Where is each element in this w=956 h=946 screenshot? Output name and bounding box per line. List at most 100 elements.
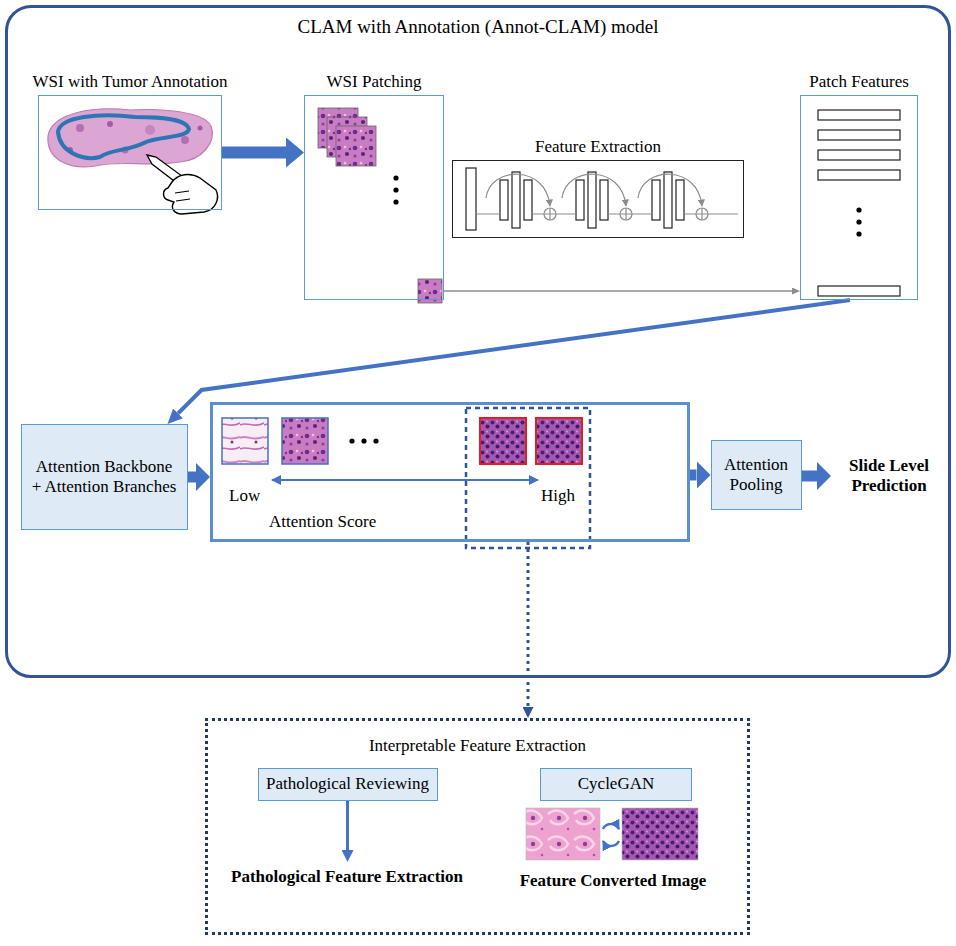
residual-connections [696,208,708,220]
residual-connections [638,174,702,206]
feature-vectors [856,231,861,236]
attention-patches [349,438,354,443]
tissue-texture-dots [198,126,203,131]
attention-patches [282,418,328,464]
residual-connections [544,208,556,220]
heading-text: Attention Score [269,512,376,532]
attention-patches [480,418,526,464]
patch-stack [393,199,398,204]
slide-illustration [48,109,218,214]
heading-text: Feature Extraction [535,137,661,157]
scale-label: Low [229,486,260,506]
resnet-illustration [524,180,532,220]
output-text-node: Pathological Feature Extraction [212,862,482,892]
box-text: Pathological Feature Extraction [231,867,463,887]
tissue-texture-dots [145,125,155,135]
model-frame: CLAM with Annotation (Annot-CLAM) modelW… [5,5,951,678]
slide-panel: WSI with Tumor Annotation [38,95,222,210]
attention-panel: Attention Score [210,402,690,542]
residual-connections [544,208,556,220]
residual-connections [696,208,708,220]
cycle-arrow [603,824,619,829]
resnet-illustration [652,180,660,220]
cyclegan-images [526,808,600,860]
resnet-illustration [576,180,584,220]
residual-connections [620,208,632,220]
resnet-illustration [512,172,520,228]
attention-patches [361,438,366,443]
tissue-texture-dots [76,124,84,132]
residual-connections [476,174,738,220]
attention-scale-arrow [272,479,538,481]
patch-stack [393,175,398,180]
resnet-illustration [588,172,596,228]
cyclegan-images [526,808,698,860]
box-text: Attention Pooling [718,455,795,494]
connector [802,471,818,482]
cyclegan-images [622,808,698,860]
feature-vectors [818,150,900,160]
patch-stack [336,126,376,166]
connector [444,290,792,292]
feature-vectors [818,110,900,296]
feature-vectors [856,207,861,212]
connector [527,542,530,707]
hand-finger-lines [175,191,190,201]
patch-stack [318,108,442,303]
process-box: Attention Backbone + Attention Branches [21,424,188,530]
scale-label: High [541,486,575,506]
process-box: Pathological Reviewing [258,768,438,801]
heading-text: Feature Converted Image [520,871,707,891]
box-text: CycleGAN [578,774,654,794]
residual-connections [620,208,632,220]
resnet-illustration [466,168,738,230]
output-text-node: Slide Level Prediction [831,450,947,502]
tissue-texture-dots [181,136,189,144]
feature-vectors [818,130,900,140]
box-text: Slide Level Prediction [837,456,941,495]
connector [188,472,197,483]
heading-text: Interpretable Feature Extraction [208,736,747,756]
connector [346,801,349,851]
patch-stack [393,187,398,192]
feature-panel: Patch Features [800,95,918,300]
connector [690,470,697,481]
resnet-illustration [600,180,608,220]
tissue-section [48,109,212,167]
connector [178,300,850,413]
patching-panel: WSI Patching [304,95,444,300]
process-box: Attention Pooling [711,440,802,510]
cycle-arrow [603,841,619,846]
attention-patches [222,408,590,548]
interpretation-frame: Interpretable Feature ExtractionPatholog… [205,718,750,935]
connector [222,147,286,159]
attention-patches [373,438,378,443]
heading-text: WSI with Tumor Annotation [32,72,227,92]
feature-vectors [818,286,900,296]
box-text: Pathological Reviewing [266,774,429,794]
heading-text: Patch Features [809,72,909,92]
heading-text: WSI Patching [327,72,422,92]
resnet-illustration [500,180,508,220]
residual-connections [562,174,626,206]
resnet-illustration [466,168,476,230]
heading-text: CLAM with Annotation (Annot-CLAM) model [8,16,948,38]
tissue-texture-dots [67,121,203,154]
image-pair-node: Feature Converted Image [478,806,748,894]
feature-vectors [818,170,900,180]
tumor-annotation-outline [58,115,189,158]
hand [164,175,218,214]
tissue-texture-dots [107,121,113,127]
resnet-illustration [676,180,684,220]
box-text: Attention Backbone + Attention Branches [29,457,179,496]
attention-patches [536,418,582,464]
network-panel: Feature Extraction [452,160,744,238]
residual-connections [486,174,550,206]
attention-patches [222,418,268,464]
resnet-illustration [664,172,672,228]
process-box: CycleGAN [540,768,692,801]
high-attention-selection [466,408,590,548]
feature-vectors [818,110,900,120]
feature-vectors [856,219,861,224]
